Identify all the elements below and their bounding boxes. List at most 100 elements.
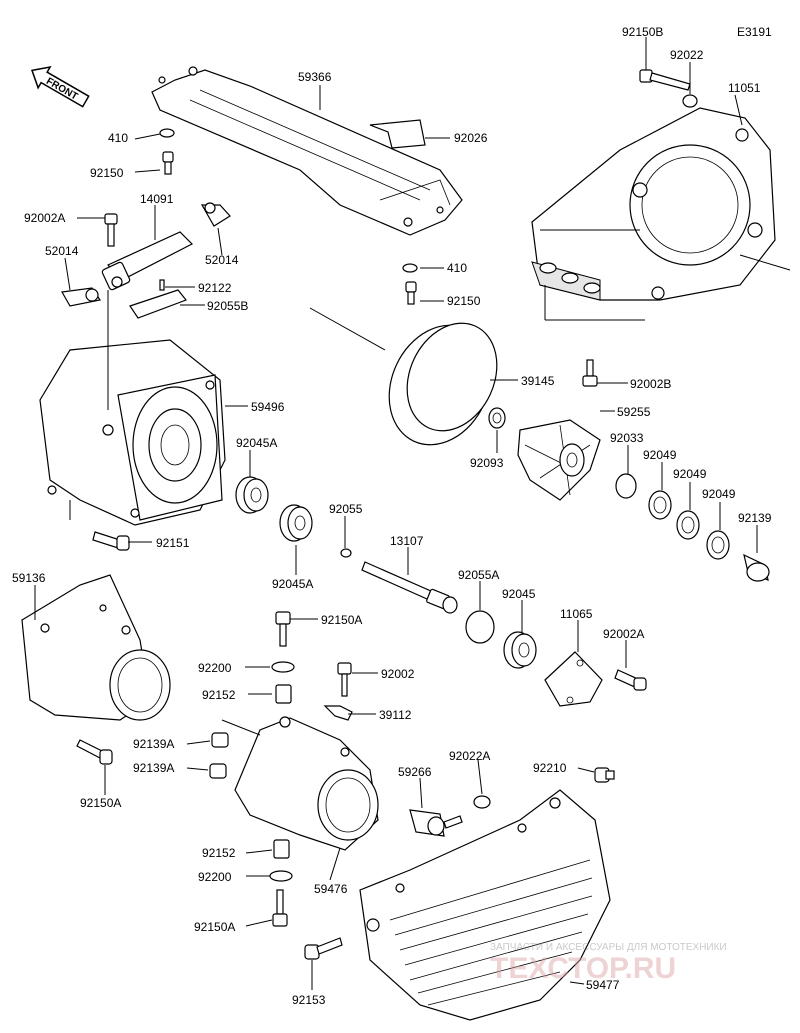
label-92150A-3: 92150A xyxy=(194,920,235,934)
label-92049-b: 92049 xyxy=(673,467,707,481)
label-92152-2: 92152 xyxy=(202,846,236,860)
label-92093: 92093 xyxy=(470,456,504,470)
label-92033: 92033 xyxy=(610,431,644,445)
o-ring-92055 xyxy=(340,548,352,558)
label-92002A-bottom: 92002A xyxy=(603,627,644,641)
collar-92139A-2 xyxy=(209,763,227,779)
bearing-92045 xyxy=(503,631,537,669)
watermark: ЗАПЧАСТИ И АКСЕССУАРЫ ДЛЯ МОТОТЕХНИКИ ТЕ… xyxy=(490,942,727,985)
bolt-92150-b xyxy=(405,281,417,305)
washer-92200-a xyxy=(271,661,295,673)
watermark-brand: ТЕХСТОР.RU xyxy=(490,952,676,985)
diagram-code: E3191 xyxy=(737,25,772,39)
label-92049-c: 92049 xyxy=(702,487,736,501)
label-11065: 11065 xyxy=(560,607,593,621)
label-14091: 14091 xyxy=(140,192,174,206)
label-92150-a: 92150 xyxy=(90,166,124,180)
pin-92122 xyxy=(159,279,165,291)
label-59476: 59476 xyxy=(314,882,348,896)
label-59496: 59496 xyxy=(251,400,285,414)
label-92139: 92139 xyxy=(738,511,772,525)
label-92049-a: 92049 xyxy=(643,448,677,462)
label-92150A-1: 92150A xyxy=(321,613,362,627)
deflector-59476 xyxy=(234,716,379,851)
label-92150B: 92150B xyxy=(622,25,663,39)
label-59136: 59136 xyxy=(12,571,46,585)
washer-92022 xyxy=(682,94,698,108)
collar-92139A-1 xyxy=(211,732,229,748)
label-92045A-2: 92045A xyxy=(272,577,313,591)
label-11051: 11051 xyxy=(728,81,761,95)
washer-410-a xyxy=(159,128,175,138)
label-59366: 59366 xyxy=(298,70,332,84)
o-ring-92055A xyxy=(465,610,495,644)
bracket-59366 xyxy=(151,66,463,236)
label-92122: 92122 xyxy=(198,281,232,295)
bolt-92150-a xyxy=(162,151,174,175)
seal-92049-3 xyxy=(706,530,730,560)
label-59255: 59255 xyxy=(617,405,651,419)
cover-59477 xyxy=(359,789,611,1021)
leader-lines xyxy=(34,37,791,990)
lever-39112 xyxy=(323,705,353,721)
bolt-92150A-left xyxy=(76,739,113,765)
label-92045: 92045 xyxy=(502,587,536,601)
watermark-tagline: ЗАПЧАСТИ И АКСЕССУАРЫ ДЛЯ МОТОТЕХНИКИ xyxy=(490,942,727,953)
label-92151: 92151 xyxy=(156,536,190,550)
shaft-13107 xyxy=(361,561,458,614)
pump-case-59496 xyxy=(39,339,226,526)
label-52014-left: 52014 xyxy=(45,244,79,258)
bearing-92045A-1 xyxy=(235,476,269,514)
label-410-a: 410 xyxy=(108,131,128,145)
cap-92093 xyxy=(488,407,506,429)
label-92150A-2: 92150A xyxy=(80,796,121,810)
label-92045A-1: 92045A xyxy=(236,436,277,450)
bolt-92151 xyxy=(92,531,130,551)
bolt-92150A-top xyxy=(275,611,291,647)
plug-92210 xyxy=(594,767,615,783)
bolt-92002 xyxy=(337,662,352,697)
label-59477: 59477 xyxy=(586,978,620,992)
washer-92200-b xyxy=(269,870,293,882)
label-59266: 59266 xyxy=(398,765,432,779)
bolt-92002B xyxy=(582,359,598,387)
front-arrow-icon: FRONT xyxy=(31,65,90,108)
plate-92026 xyxy=(369,119,426,149)
label-92055B: 92055B xyxy=(207,299,248,313)
label-92002A-top: 92002A xyxy=(24,211,65,225)
label-92002B: 92002B xyxy=(630,377,671,391)
label-410-b: 410 xyxy=(447,261,467,275)
label-39112: 39112 xyxy=(379,708,412,722)
impeller-59255 xyxy=(517,419,601,501)
circlip-92033 xyxy=(615,473,637,499)
label-92152-1: 92152 xyxy=(202,688,236,702)
label-92153: 92153 xyxy=(292,993,326,1007)
label-52014-right: 52014 xyxy=(205,253,239,267)
collar-92152-a xyxy=(275,684,292,704)
fitting-52014-left xyxy=(61,287,101,307)
bolt-92153 xyxy=(304,937,343,960)
bolt-92150B xyxy=(639,69,691,91)
washer-410-b xyxy=(402,263,418,273)
part-labels: 92150B 92022 11051 59366 410 92026 92150… xyxy=(12,25,772,1007)
label-92022A: 92022A xyxy=(449,749,490,763)
bearing-92045A-2 xyxy=(279,504,313,542)
fitting-52014-right xyxy=(200,202,231,227)
label-39145: 39145 xyxy=(521,374,555,388)
washer-92022A xyxy=(473,795,491,809)
label-92026: 92026 xyxy=(454,131,488,145)
label-92055A: 92055A xyxy=(458,568,499,582)
cap-11065 xyxy=(544,651,603,707)
housing-11051 xyxy=(531,107,776,301)
collar-92139 xyxy=(743,553,770,582)
label-92150-b: 92150 xyxy=(447,294,481,308)
bolt-92002A-top xyxy=(104,213,118,247)
label-92200-2: 92200 xyxy=(198,870,232,884)
label-92002: 92002 xyxy=(381,667,415,681)
bolt-92002A-bottom xyxy=(614,669,647,691)
label-92139A-2: 92139A xyxy=(133,761,174,775)
label-92055: 92055 xyxy=(329,502,363,516)
seal-92049-2 xyxy=(676,510,700,540)
seal-92049-1 xyxy=(648,490,672,520)
